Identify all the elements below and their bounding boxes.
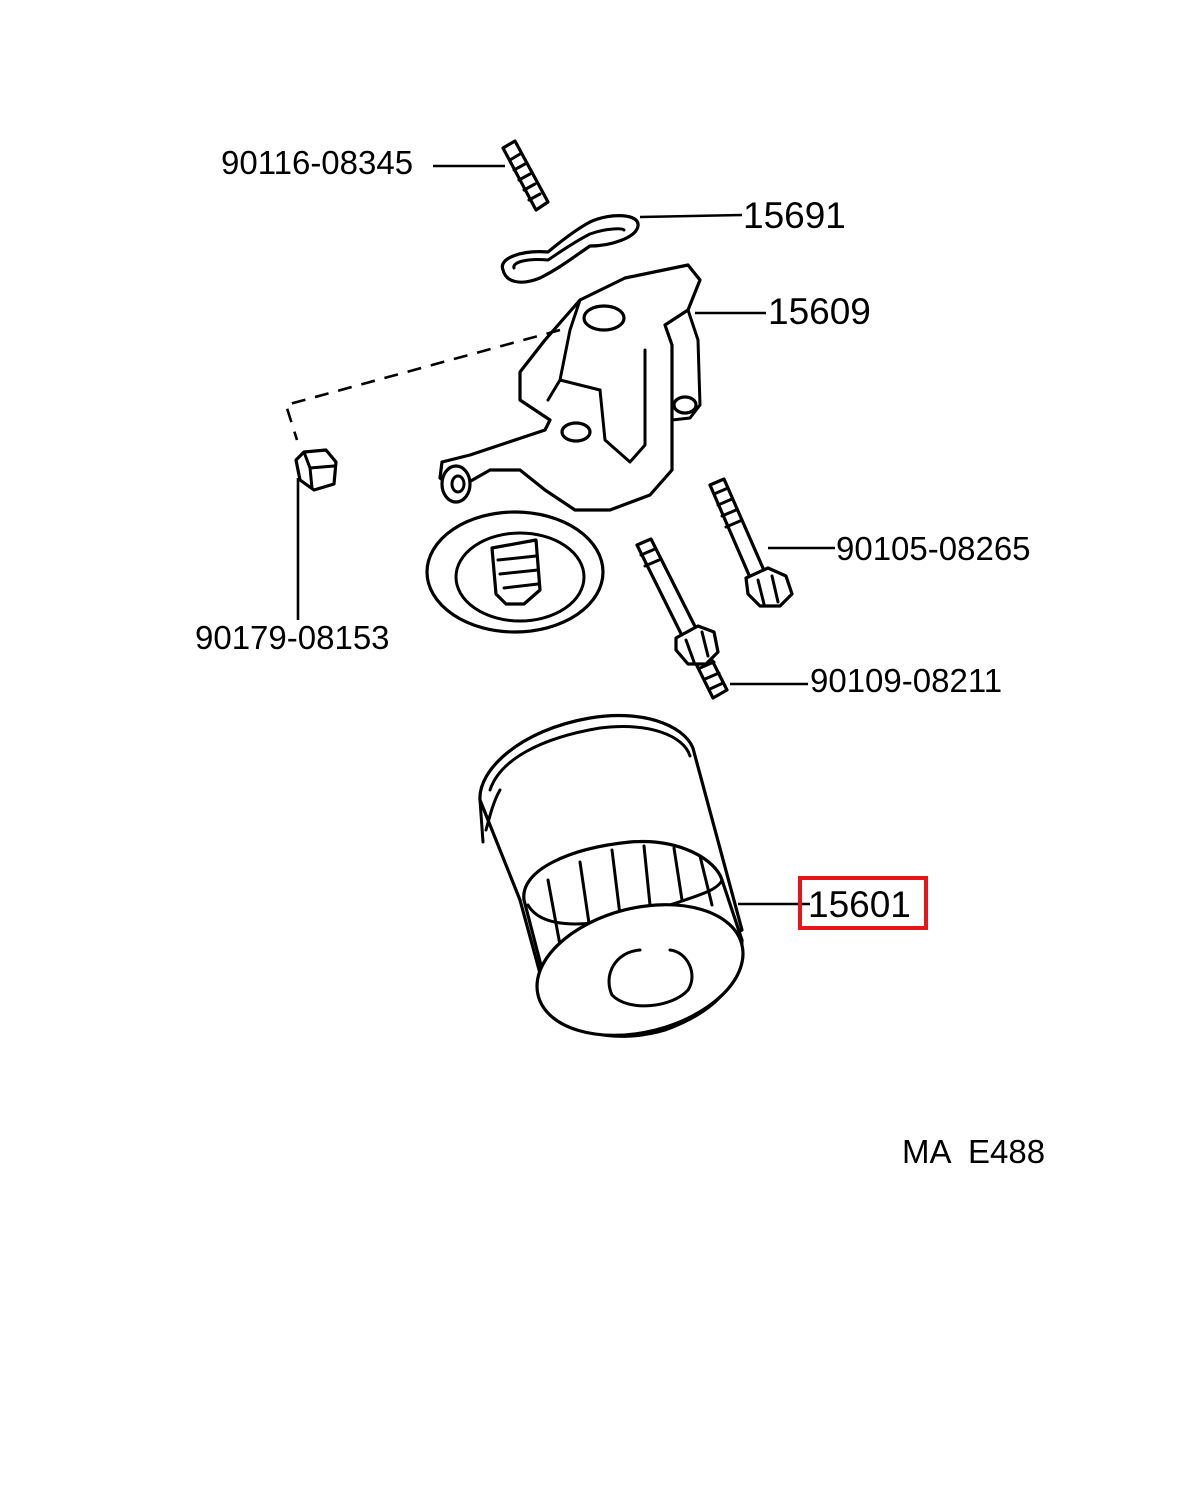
bracket-part[interactable] (425, 263, 702, 634)
label-plug[interactable]: 90179-08153 (195, 619, 390, 656)
label-stud[interactable]: 90116-08345 (221, 144, 413, 181)
label-bolt-lower[interactable]: 90109-08211 (810, 662, 1002, 699)
reference-code: MA E488 (902, 1133, 1045, 1170)
label-gasket[interactable]: 15691 (743, 195, 846, 236)
gasket-part[interactable] (500, 214, 640, 284)
highlight-box-oil-filter (798, 876, 928, 930)
label-bolt-upper[interactable]: 90105-08265 (836, 530, 1031, 567)
oil-filter-part[interactable] (478, 713, 757, 1056)
label-bracket[interactable]: 15609 (768, 291, 871, 332)
plug-part[interactable] (294, 448, 338, 492)
leader-gasket (639, 213, 743, 219)
label-oil-filter[interactable]: 15601 (808, 884, 911, 925)
bolt-lower-part[interactable] (635, 537, 729, 700)
stud-part[interactable] (501, 139, 550, 212)
bolt-upper-part[interactable] (708, 477, 794, 608)
